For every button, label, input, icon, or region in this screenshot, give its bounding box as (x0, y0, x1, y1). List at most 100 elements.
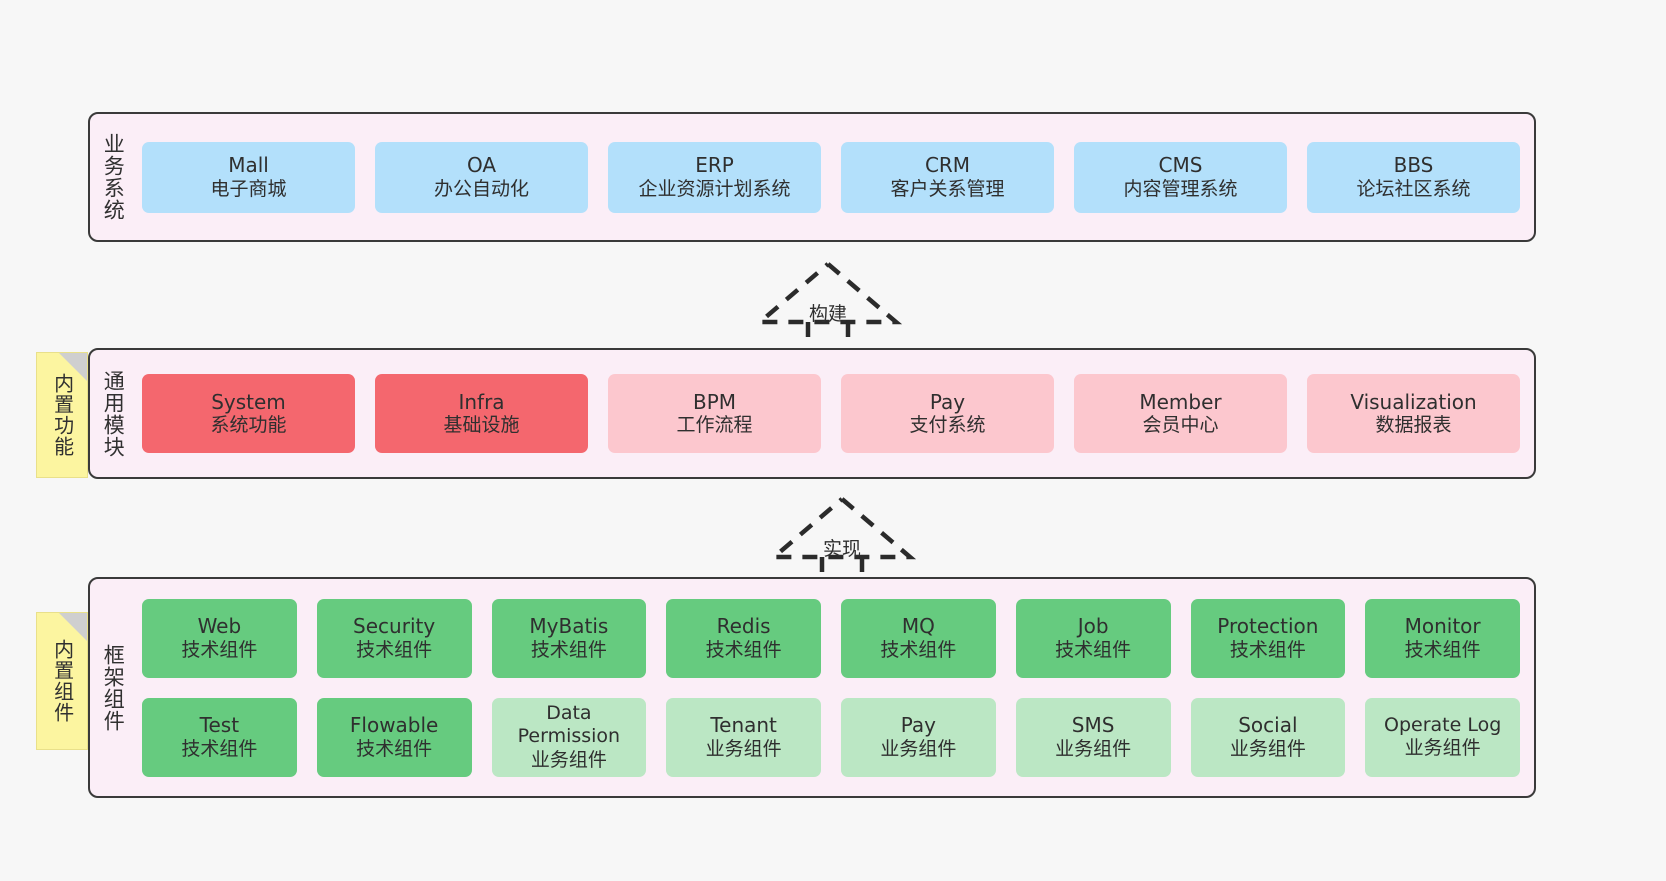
node-social[interactable]: Social 业务组件 (1190, 697, 1346, 777)
node-title-en: Infra (458, 389, 505, 414)
page-fold-icon (59, 353, 87, 381)
node-infra[interactable]: Infra 基础设施 (375, 374, 588, 453)
node-title-cn: 技术组件 (1055, 638, 1132, 661)
node-title-cn: 业务组件 (530, 748, 607, 771)
node-security[interactable]: Security 技术组件 (316, 598, 472, 678)
node-bbs[interactable]: BBS 论坛社区系统 (1307, 141, 1520, 213)
node-title-cn: 业务组件 (1404, 737, 1481, 759)
node-mq[interactable]: MQ 技术组件 (841, 598, 996, 678)
node-redis[interactable]: Redis 技术组件 (666, 598, 821, 678)
node-title-cn: 论坛社区系统 (1356, 177, 1471, 200)
dashed-generalization-arrow-icon (767, 497, 917, 579)
node-operate-log[interactable]: Operate Log 业务组件 (1365, 697, 1520, 777)
layer-body: Web 技术组件 Security 技术组件 MyBatis 技术组件 Redi… (136, 579, 1534, 796)
node-title-cn: 企业资源计划系统 (638, 177, 791, 200)
dashed-generalization-arrow-icon (753, 262, 903, 344)
layer-title: 通用模块 (101, 369, 126, 458)
node-title-cn: 技术组件 (356, 737, 433, 760)
node-web[interactable]: Web 技术组件 (142, 598, 297, 678)
layer-body: Mall 电子商城 OA 办公自动化 ERP 企业资源计划系统 CRM 客户关系… (136, 114, 1534, 240)
layer-row: Test 技术组件 Flowable 技术组件 Data Permission … (142, 697, 1520, 777)
node-member[interactable]: Member 会员中心 (1074, 374, 1287, 453)
node-pay[interactable]: Pay 支付系统 (841, 374, 1054, 453)
note-builtin-component: 内置组件 (36, 612, 88, 750)
node-title-en: CRM (924, 153, 971, 178)
node-title-en: BBS (1393, 153, 1434, 178)
node-cms[interactable]: CMS 内容管理系统 (1074, 141, 1287, 213)
page-fold-icon (59, 613, 87, 641)
node-title-en: Pay (929, 389, 966, 414)
node-title-en: ERP (695, 153, 734, 178)
node-title-cn: 系统功能 (210, 414, 287, 437)
node-title-en: Social (1238, 713, 1298, 738)
node-title-cn: 工作流程 (676, 414, 753, 437)
node-title-cn: 会员中心 (1142, 414, 1219, 437)
node-flowable[interactable]: Flowable 技术组件 (316, 697, 472, 777)
node-title-cn: 电子商城 (210, 177, 287, 200)
node-protection[interactable]: Protection 技术组件 (1190, 598, 1346, 678)
layer-row: Mall 电子商城 OA 办公自动化 ERP 企业资源计划系统 CRM 客户关系… (142, 141, 1520, 213)
layer-common-module: 通用模块 System 系统功能 Infra 基础设施 BPM 工作流程 Pay… (88, 348, 1536, 479)
node-mybatis[interactable]: MyBatis 技术组件 (491, 598, 647, 678)
note-label: 内置组件 (50, 639, 75, 723)
node-title-en: Test (199, 713, 240, 738)
node-title-cn: 业务组件 (1055, 737, 1132, 760)
node-title-cn: 内容管理系统 (1123, 177, 1238, 200)
node-title-cn: 技术组件 (356, 638, 433, 661)
node-job[interactable]: Job 技术组件 (1015, 598, 1171, 678)
node-title-cn: 技术组件 (705, 638, 782, 661)
node-oa[interactable]: OA 办公自动化 (375, 141, 588, 213)
node-title-en: Tenant (710, 713, 777, 738)
node-title-cn: 基础设施 (443, 414, 520, 437)
node-title-en: Data Permission (517, 702, 621, 748)
node-title-en: Visualization (1350, 389, 1477, 414)
node-title-en: Job (1077, 614, 1109, 639)
node-title-en: Security (353, 614, 436, 639)
node-erp[interactable]: ERP 企业资源计划系统 (608, 141, 821, 213)
node-title-cn: 客户关系管理 (890, 177, 1005, 200)
node-title-cn: 业务组件 (705, 737, 782, 760)
node-title-cn: 业务组件 (1229, 737, 1306, 760)
node-title-cn: 业务组件 (880, 737, 957, 760)
node-system[interactable]: System 系统功能 (142, 374, 355, 453)
node-title-en: System (211, 389, 286, 414)
node-monitor[interactable]: Monitor 技术组件 (1365, 598, 1520, 678)
layer-title: 框架组件 (101, 643, 126, 732)
node-data-permission[interactable]: Data Permission 业务组件 (491, 697, 647, 777)
node-mall[interactable]: Mall 电子商城 (142, 141, 355, 213)
note-builtin-function: 内置功能 (36, 352, 88, 478)
node-bpm[interactable]: BPM 工作流程 (608, 374, 821, 453)
node-sms[interactable]: SMS 业务组件 (1015, 697, 1171, 777)
node-title-cn: 支付系统 (909, 414, 986, 437)
node-title-cn: 技术组件 (1404, 638, 1481, 661)
layer-row: System 系统功能 Infra 基础设施 BPM 工作流程 Pay 支付系统… (142, 374, 1520, 453)
node-title-en: Web (197, 614, 242, 639)
node-title-en: CMS (1158, 153, 1203, 178)
node-title-cn: 技术组件 (181, 737, 258, 760)
layer-title: 业务系统 (101, 133, 126, 221)
arrow-realize: 实现 (767, 495, 917, 579)
node-title-en: Pay (900, 713, 936, 738)
node-title-en: MyBatis (529, 614, 609, 639)
arrow-label: 构建 (808, 303, 848, 325)
node-title-en: Monitor (1404, 614, 1481, 639)
node-title-en: Protection (1217, 614, 1319, 639)
node-title-cn: 技术组件 (530, 638, 607, 661)
node-title-cn: 数据报表 (1375, 414, 1452, 437)
node-title-cn: 技术组件 (880, 638, 957, 661)
node-pay-component[interactable]: Pay 业务组件 (841, 697, 996, 777)
node-title-en: Mall (228, 153, 269, 178)
node-title-cn: 技术组件 (181, 638, 258, 661)
node-test[interactable]: Test 技术组件 (142, 697, 297, 777)
arrow-label: 实现 (822, 538, 862, 560)
layer-business-system: 业务系统 Mall 电子商城 OA 办公自动化 ERP 企业资源计划系统 CRM… (88, 112, 1536, 242)
layer-body: System 系统功能 Infra 基础设施 BPM 工作流程 Pay 支付系统… (136, 350, 1534, 477)
node-tenant[interactable]: Tenant 业务组件 (666, 697, 821, 777)
node-title-en: MQ (901, 614, 935, 639)
node-crm[interactable]: CRM 客户关系管理 (841, 141, 1054, 213)
note-label: 内置功能 (50, 373, 75, 457)
node-title-en: OA (466, 153, 497, 178)
node-title-en: SMS (1071, 713, 1115, 738)
node-visualization[interactable]: Visualization 数据报表 (1307, 374, 1520, 453)
node-title-en: Redis (716, 614, 771, 639)
